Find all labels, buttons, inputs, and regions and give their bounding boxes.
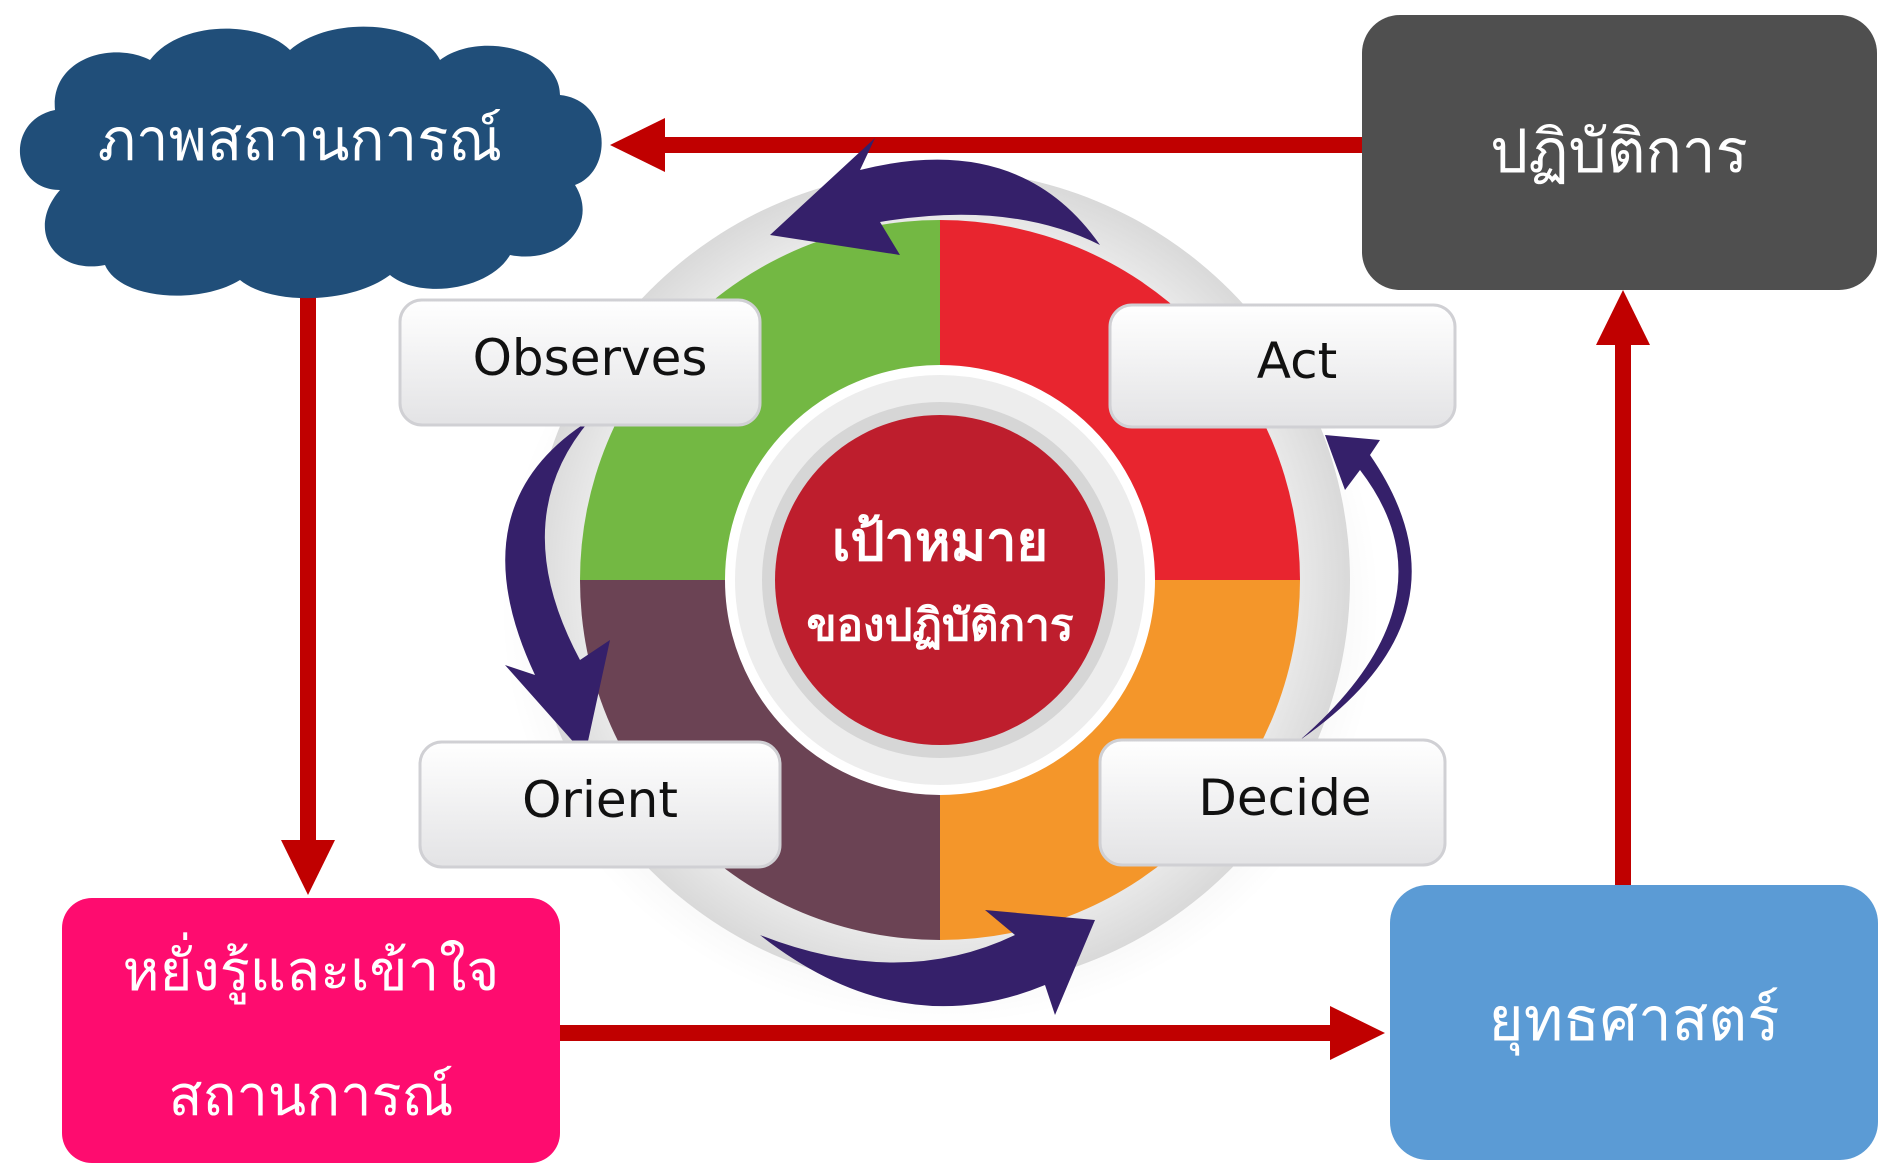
step-label-observe-box [398, 298, 762, 427]
awareness-box [62, 898, 560, 1163]
step-label-observe-text: Observes [473, 329, 708, 387]
corner-awareness: หยั่งรู้และเข้าใจ สถานการณ์ [62, 898, 560, 1163]
corner-operation: ปฏิบัติการ [1362, 15, 1877, 290]
awareness-label-line2: สถานการณ์ [168, 1064, 453, 1129]
connector-awareness-to-strategy-arrowhead [1330, 1006, 1385, 1060]
center-label-line1: เป้าหมาย [832, 510, 1048, 573]
loop-arrows [505, 138, 1412, 1015]
corner-strategy: ยุทธศาสตร์ [1390, 885, 1878, 1160]
ooda-wheel: เป้าหมาย ของปฏิบัติการ [500, 170, 1380, 1025]
connector-operation-to-situation-arrowhead [610, 118, 665, 172]
awareness-label-line1: หยั่งรู้และเข้าใจ [123, 932, 500, 1005]
center-goal-circle [775, 415, 1105, 745]
step-label-decide-text: Decide [1198, 769, 1371, 827]
situation-label: ภาพสถานการณ์ [98, 106, 502, 174]
step-label-orient: Orient [418, 740, 782, 869]
step-label-decide-box [1098, 738, 1447, 867]
connector-strategy-to-operation-arrowhead [1596, 290, 1650, 345]
step-label-orient-box [418, 740, 782, 869]
arrow-act-to-observe [770, 138, 1100, 255]
step-label-orient-text: Orient [522, 771, 678, 829]
arrow-observe-to-orient [505, 420, 610, 755]
operation-label: ปฏิบัติการ [1490, 117, 1748, 187]
step-label-decide: Decide [1098, 738, 1447, 867]
corner-situation: ภาพสถานการณ์ [19, 26, 602, 299]
step-label-act-box [1108, 303, 1457, 429]
operation-box [1362, 15, 1877, 290]
center-label-line2: ของปฏิบัติการ [807, 600, 1074, 651]
connectors [281, 118, 1650, 1060]
step-label-act-text: Act [1257, 332, 1337, 390]
strategy-box [1390, 885, 1878, 1160]
arrow-orient-to-decide [760, 910, 1095, 1015]
step-label-act: Act [1108, 303, 1457, 429]
connector-situation-to-awareness-arrowhead [281, 840, 335, 895]
situation-cloud [19, 26, 602, 299]
step-label-observe: Observes [398, 298, 762, 427]
strategy-label: ยุทธศาสตร์ [1489, 985, 1780, 1056]
